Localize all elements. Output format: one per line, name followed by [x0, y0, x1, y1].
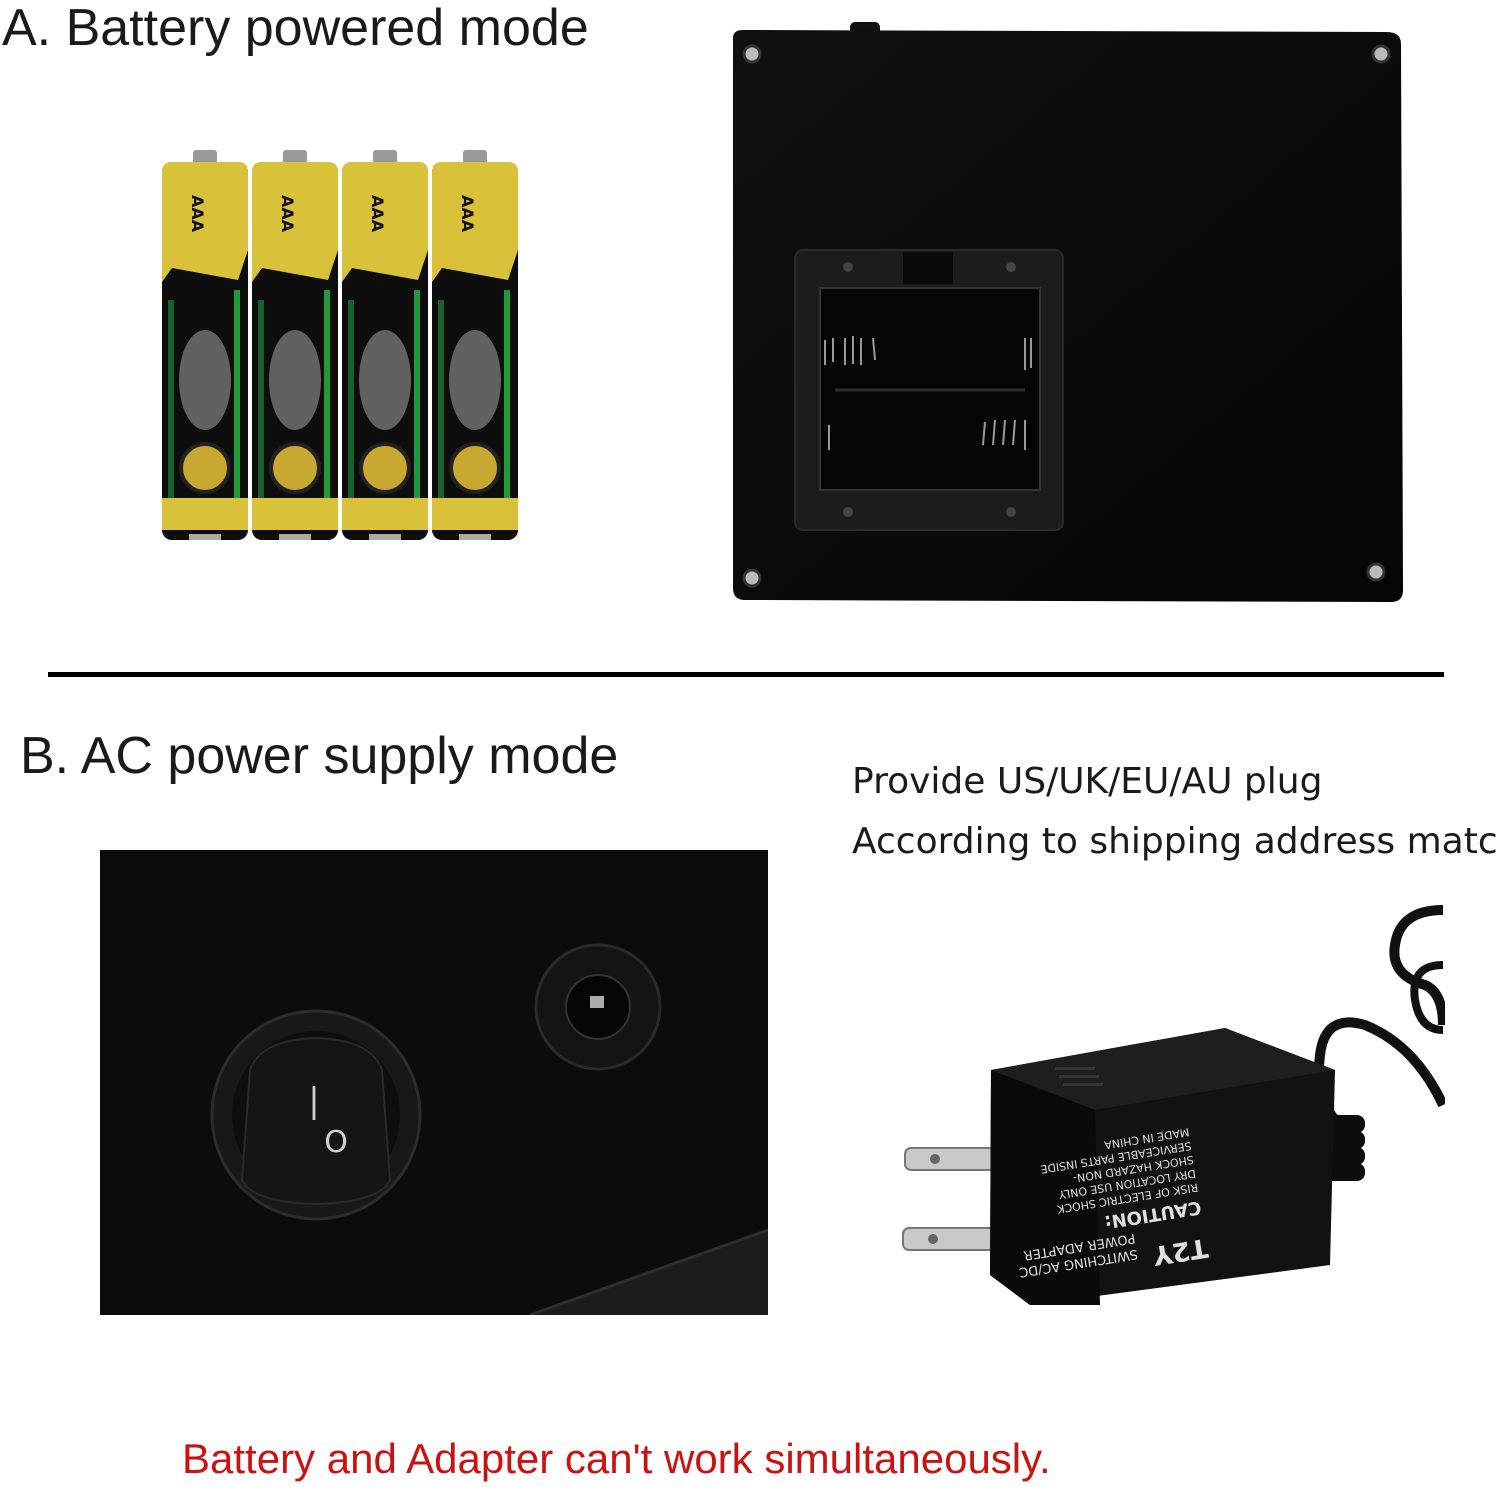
- plug-note-line1: Provide US/UK/EU/AU plug: [852, 761, 1323, 802]
- battery-size-label: AAA: [458, 195, 477, 233]
- battery-compartment-image: [725, 20, 1410, 610]
- battery-size-label: AAA: [368, 195, 387, 233]
- battery-2: AAA: [252, 150, 338, 540]
- switch-off-symbol: O: [324, 1125, 348, 1160]
- warning-text: Battery and Adapter can't work simultane…: [182, 1435, 1051, 1482]
- battery-size-label: AAA: [278, 195, 297, 233]
- battery-size-label: AAA: [188, 195, 207, 233]
- switch-on-symbol: |: [308, 1081, 319, 1121]
- plug-note-line2: According to shipping address match: [852, 821, 1500, 862]
- ac-mode-heading: B. AC power supply mode: [20, 727, 619, 785]
- battery-3: AAA: [342, 150, 428, 540]
- battery-1: AAA: [162, 150, 248, 540]
- switch-panel-image: | O: [100, 850, 768, 1315]
- batteries-image: AAA AAA AAA AAA: [160, 150, 530, 555]
- battery-4: AAA: [432, 150, 518, 540]
- section-divider: [48, 672, 1444, 677]
- battery-mode-heading: A. Battery powered mode: [2, 0, 589, 57]
- power-adapter-image: T2Y SWITCHING AC/DC POWER ADAPTER CAUTIO…: [895, 905, 1445, 1375]
